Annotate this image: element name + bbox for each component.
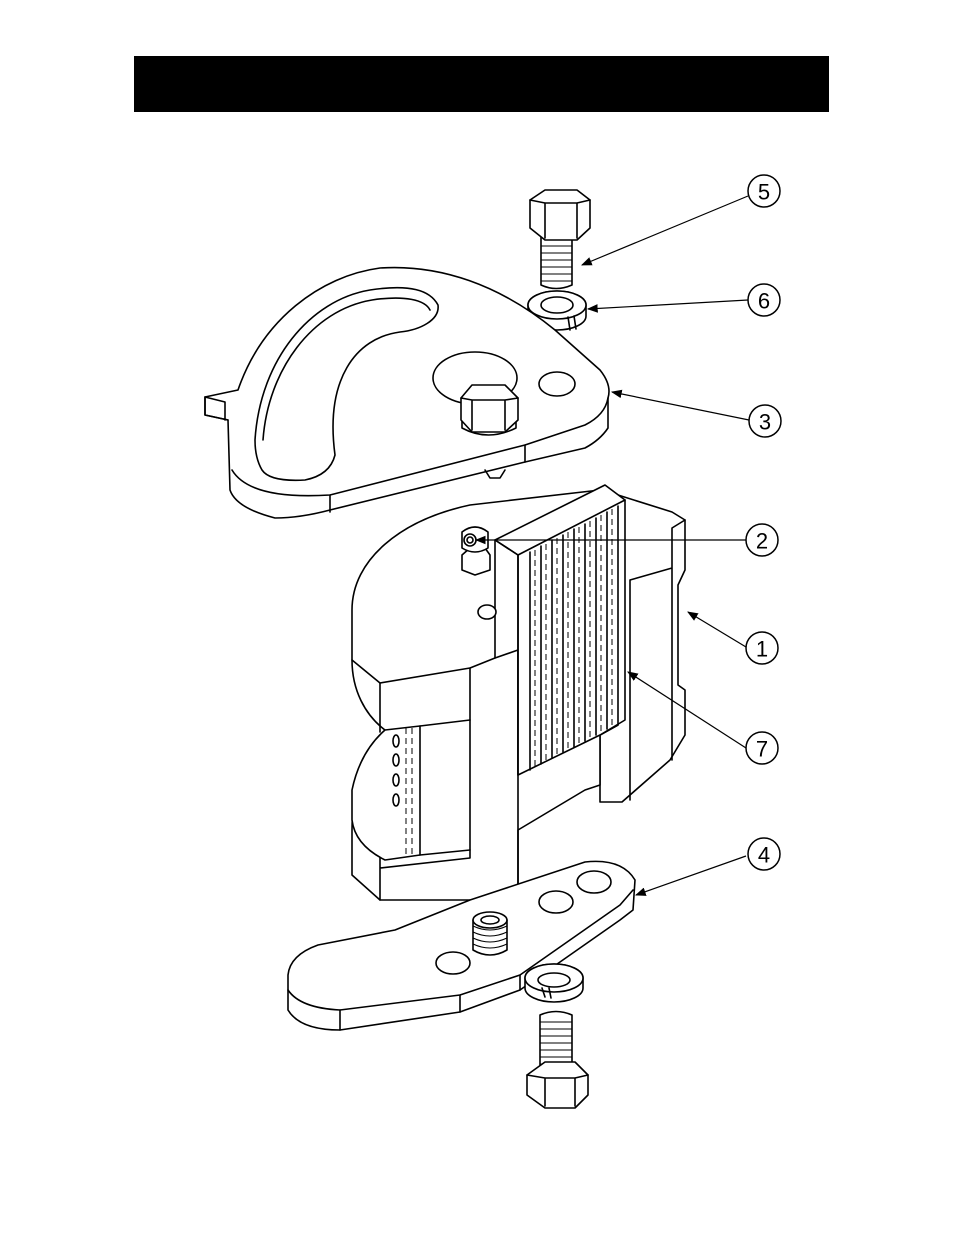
callout-2-label: 2 (756, 529, 768, 554)
callout-5-label: 5 (758, 180, 770, 205)
callout-5: 5 (582, 175, 780, 265)
callout-1: 1 (688, 612, 778, 664)
callout-1-label: 1 (756, 637, 768, 662)
callout-7-label: 7 (756, 737, 768, 762)
bottom-bolt (527, 1012, 588, 1109)
top-bolt (530, 190, 590, 289)
callout-6-label: 6 (758, 289, 770, 314)
bottom-lock-washer (525, 964, 583, 1002)
callout-4-label: 4 (758, 843, 770, 868)
callout-4: 4 (636, 838, 780, 895)
callout-3-label: 3 (759, 410, 771, 435)
callout-6: 6 (588, 284, 780, 316)
callout-3: 3 (612, 392, 781, 437)
